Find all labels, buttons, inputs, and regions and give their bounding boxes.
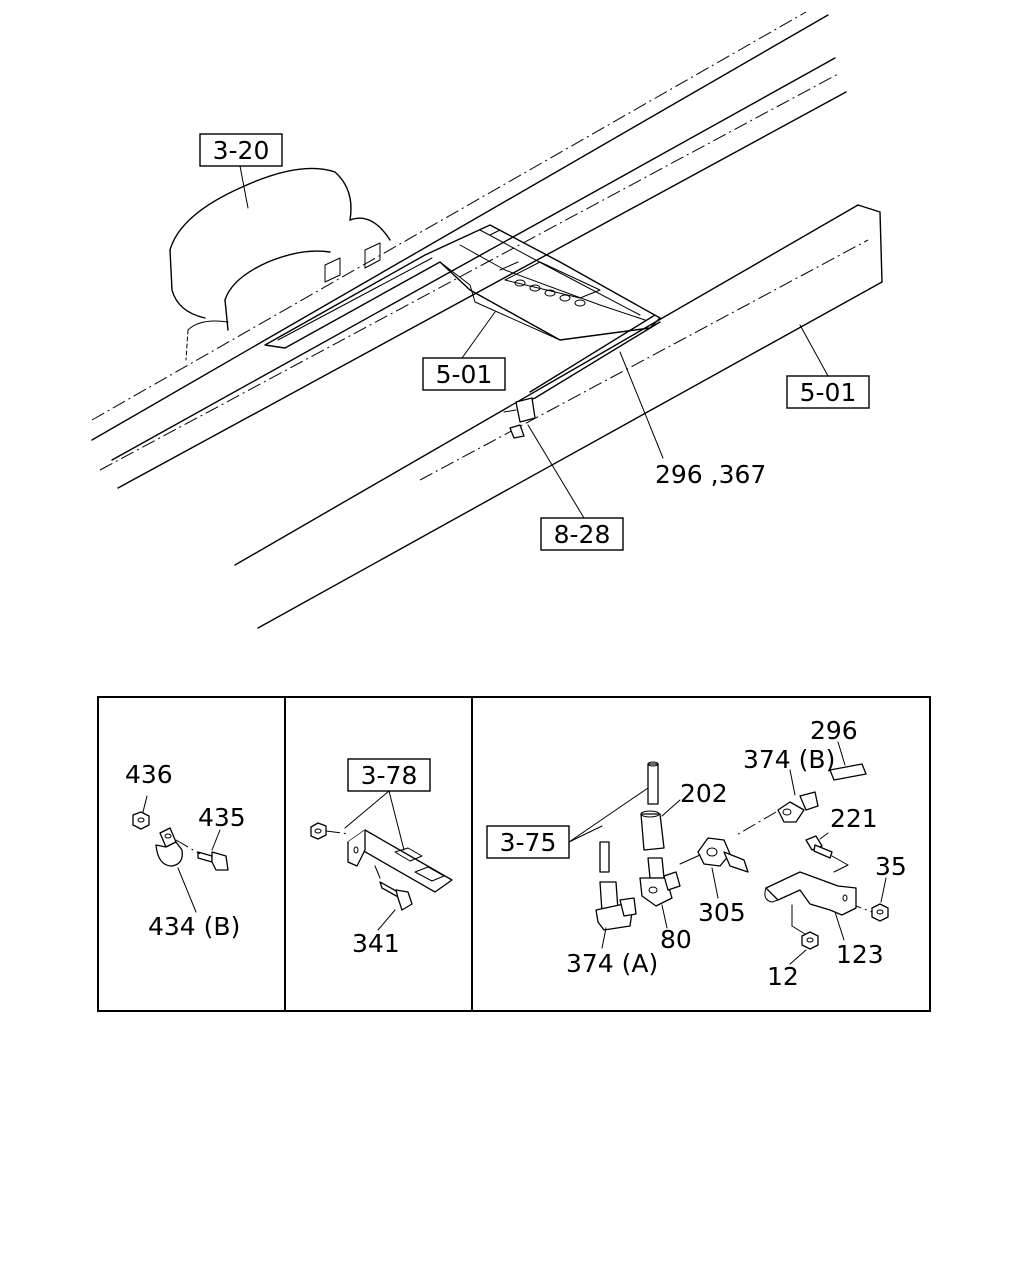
label-80: 80 [660,925,692,954]
tube-short-lower [599,841,610,873]
label-123: 123 [836,940,884,969]
callout-5-01-center-text: 5-01 [436,360,493,389]
callout-3-78-text: 3-78 [361,761,418,790]
label-436: 436 [125,760,173,789]
connector-8-28 [503,397,536,439]
clip-434b [155,827,183,867]
label-341: 341 [352,929,400,958]
bolt-341 [379,881,413,911]
callout-3-20-text: 3-20 [213,136,270,165]
nut-436 [132,811,150,830]
nut-35 [871,903,889,922]
fitting-202 [640,810,665,851]
label-374a: 374 (A) [566,949,658,978]
bolt-221 [805,835,833,859]
label-305: 305 [698,898,746,927]
detail-panel-clip: 436 434 (B) 435 [125,760,246,941]
callout-5-01-right-text: 5-01 [800,378,857,407]
label-435: 435 [198,803,246,832]
detail-panel-fittings: 3-75 202 296 374 (B) [486,716,907,991]
fitting-374b [777,791,819,823]
label-202: 202 [680,779,728,808]
label-374b: 374 (B) [743,745,835,774]
detail-panels-frame [97,696,931,1012]
nut-bracket [310,822,327,840]
label-434b: 434 (B) [148,912,240,941]
callout-3-20: 3-20 [199,133,283,167]
leader-lines-top [239,165,829,519]
bracket-123 [764,871,857,916]
label-221: 221 [830,804,878,833]
callout-5-01-right: 5-01 [786,375,870,409]
callout-3-75-text: 3-75 [500,828,557,857]
callout-8-28-text: 8-28 [554,520,611,549]
nut-12 [801,931,819,950]
frame-rail-left [91,11,847,489]
callout-8-28: 8-28 [540,517,624,551]
label-296: 296 [810,716,858,745]
label-35: 35 [875,852,907,881]
air-tank [169,167,391,361]
callout-5-01-center: 5-01 [422,357,506,391]
frame-rail-right [234,204,883,629]
fitting-374a [595,881,637,931]
bolt-435 [197,851,229,871]
frame-crossmember [264,224,661,349]
label-12: 12 [767,962,799,991]
tube-short [647,761,659,805]
part-label-296-367: 296 ,367 [655,460,766,489]
fitting-305 [697,837,749,873]
tube-296 [829,763,867,781]
detail-panel-bracket: 3-78 341 [310,758,453,958]
fitting-80 [639,857,681,907]
bracket-3-78 [347,829,453,893]
